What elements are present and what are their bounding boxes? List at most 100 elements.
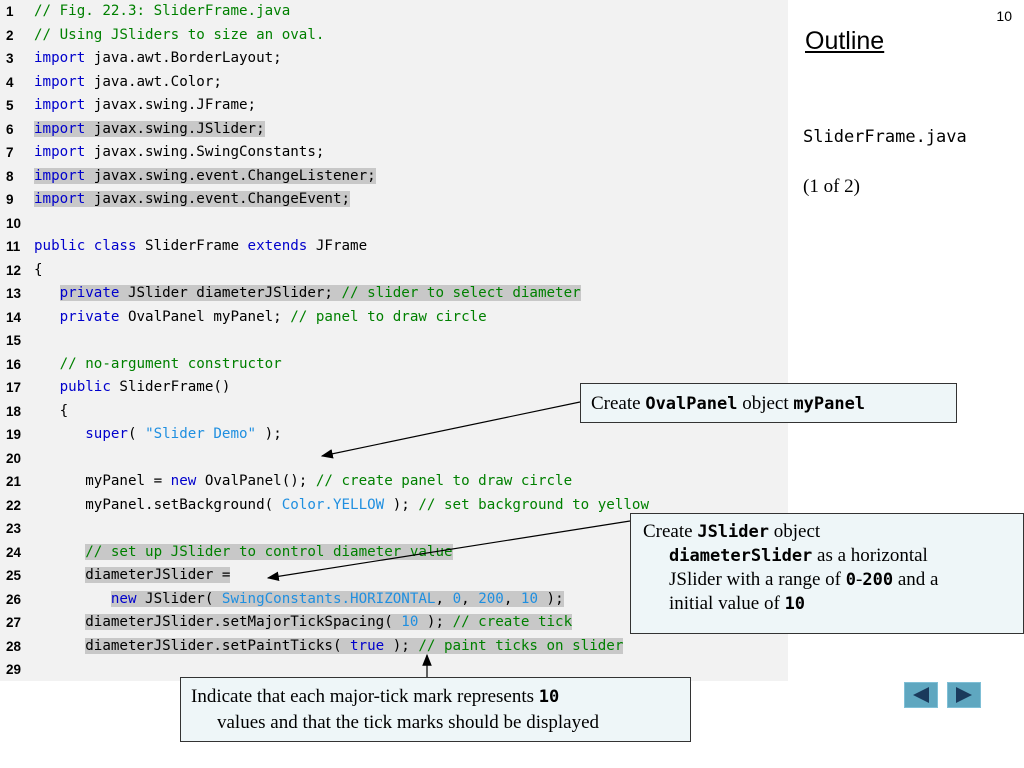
code-token: // Using JSliders to size an oval. — [34, 26, 325, 43]
code-token — [34, 426, 85, 442]
code-token: , — [435, 590, 453, 607]
triangle-right-icon — [956, 687, 972, 703]
code-token: super — [85, 426, 128, 442]
code-line: 9 import javax.swing.event.ChangeEvent; — [0, 188, 351, 212]
line-number: 26 — [6, 591, 22, 607]
code-token: private — [59, 308, 120, 325]
line-number: 9 — [6, 192, 14, 207]
code-text: new JSlider( SwingConstants.HORIZONTAL, … — [34, 588, 564, 612]
code-text: myPanel.setBackground( Color.YELLOW ); /… — [34, 494, 649, 518]
callout-text: object — [768, 521, 821, 542]
callout-text: initial value of — [669, 593, 785, 614]
code-token: // slider to select diameter — [341, 285, 581, 301]
code-token: extends — [247, 238, 308, 254]
line-number: 29 — [6, 662, 22, 677]
callout-code: 10 — [538, 687, 560, 707]
code-token: JSlider diameterJSlider; — [119, 285, 342, 301]
line-number: 6 — [6, 121, 14, 137]
code-token: ); — [384, 637, 419, 654]
code-text: // Using JSliders to size an oval. — [34, 24, 324, 48]
callout-text: as a horizontal — [812, 545, 928, 566]
code-token: JFrame — [307, 238, 368, 254]
code-text: { — [34, 400, 69, 424]
code-token: java.awt.Color; — [85, 73, 222, 90]
code-text: // Fig. 22.3: SliderFrame.java — [34, 0, 290, 24]
code-line: 19 super( "Slider Demo" ); — [0, 423, 282, 447]
code-token — [34, 309, 60, 325]
code-line: 28 diameterJSlider.setPaintTicks( true )… — [0, 635, 624, 659]
callout-text: Create — [643, 521, 698, 542]
line-number: 20 — [6, 450, 22, 466]
outline-heading[interactable]: Outline — [805, 27, 885, 55]
code-token: , — [503, 590, 521, 607]
line-number: 19 — [6, 427, 22, 442]
file-name-label: SliderFrame.java — [803, 127, 967, 147]
line-number: 11 — [6, 239, 21, 254]
code-token: import — [34, 167, 86, 184]
callout-code: 200 — [862, 570, 894, 590]
callout-code: 0 — [845, 570, 857, 590]
code-token: // no-argument constructor — [59, 355, 282, 372]
previous-slide-button[interactable] — [904, 682, 938, 708]
callout-code: 10 — [784, 594, 806, 614]
line-number: 18 — [6, 403, 22, 419]
code-token — [34, 356, 60, 372]
code-token: javax.swing.SwingConstants; — [85, 144, 325, 160]
code-line: 12{ — [0, 259, 43, 283]
code-token: myPanel.setBackground( — [34, 496, 282, 513]
code-token: ); — [538, 590, 564, 607]
callout-text: and a — [893, 569, 939, 590]
code-text: diameterJSlider.setPaintTicks( true ); /… — [34, 635, 624, 659]
callout-code: OvalPanel — [645, 394, 738, 414]
code-token: diameterJSlider = — [85, 567, 231, 583]
code-token: // create tick — [452, 614, 573, 630]
code-text: public class SliderFrame extends JFrame — [34, 235, 367, 259]
code-token: // set up JSlider to control diameter va… — [85, 543, 453, 560]
code-text: private JSlider diameterJSlider; // slid… — [34, 282, 581, 306]
code-text: import javax.swing.event.ChangeEvent; — [34, 188, 351, 212]
callout-oval-panel: Create OvalPanel object myPanel — [580, 383, 957, 423]
code-line: 18 { — [0, 400, 68, 424]
line-number: 12 — [6, 262, 22, 278]
code-token: SwingConstants.HORIZONTAL — [221, 590, 436, 607]
code-line: 20 — [0, 447, 28, 471]
code-token: ); — [418, 614, 453, 630]
line-number: 24 — [6, 544, 22, 560]
code-line: 2// Using JSliders to size an oval. — [0, 24, 324, 48]
code-token: myPanel = — [34, 473, 171, 489]
code-line: 1 // Fig. 22.3: SliderFrame.java — [0, 0, 290, 24]
code-text: private OvalPanel myPanel; // panel to d… — [34, 306, 487, 330]
code-line: 10 — [0, 212, 28, 236]
code-token: new — [170, 473, 197, 489]
code-token: import — [34, 50, 86, 66]
code-token: , — [461, 590, 479, 607]
code-line: 6 import javax.swing.JSlider; — [0, 118, 265, 142]
code-token: public class — [34, 238, 137, 254]
callout-text: object — [737, 393, 794, 414]
line-number: 3 — [6, 51, 14, 66]
code-line: 24 // set up JSlider to control diameter… — [0, 541, 453, 565]
line-number: 13 — [6, 286, 22, 301]
code-token: import — [34, 144, 86, 160]
code-text: import javax.swing.JSlider; — [34, 118, 265, 142]
code-token: import — [34, 73, 86, 90]
code-token: SliderFrame() — [110, 379, 231, 395]
callout-tick-spacing: Indicate that each major-tick mark repre… — [180, 677, 691, 742]
code-token: // set background to yellow — [418, 496, 650, 513]
code-token: diameterJSlider.setMajorTickSpacing( — [85, 614, 402, 630]
code-token: javax.swing.JFrame; — [85, 97, 257, 113]
line-number: 1 — [6, 4, 14, 19]
code-text: import javax.swing.SwingConstants; — [34, 141, 324, 165]
code-token: diameterJSlider.setPaintTicks( — [85, 637, 351, 654]
code-token: // create panel to draw circle — [315, 473, 573, 489]
code-token — [34, 638, 85, 654]
code-token: javax.swing.event.ChangeListener; — [85, 167, 376, 184]
code-token: ); — [384, 496, 419, 513]
next-slide-button[interactable] — [947, 682, 981, 708]
code-token: 10 — [520, 590, 539, 607]
code-token: public — [59, 379, 111, 395]
callout-code: JSlider — [697, 522, 769, 542]
